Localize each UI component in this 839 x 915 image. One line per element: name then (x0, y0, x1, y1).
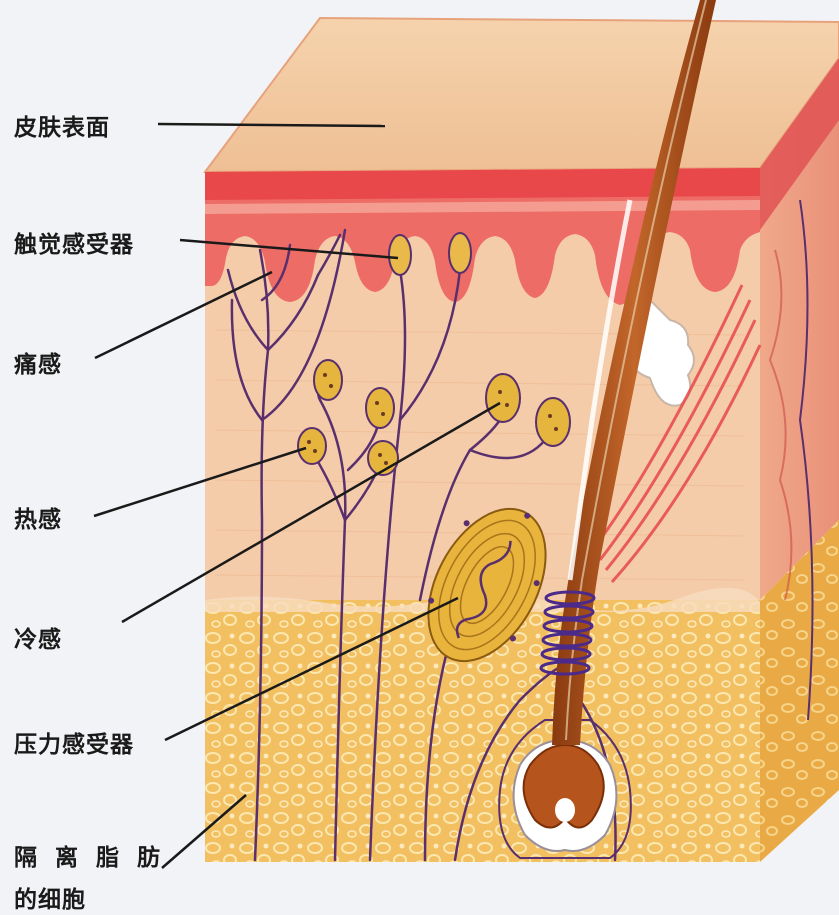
label-heat: 热感 (14, 500, 62, 534)
label-touch-receptor: 触觉感受器 (14, 225, 134, 259)
label-pressure-receptor: 压力感受器 (14, 725, 134, 759)
label-skin-surface: 皮肤表面 (14, 108, 110, 142)
skin-surface-top (205, 18, 839, 172)
label-cold: 冷感 (14, 620, 62, 654)
label-fat-cells-line1: 隔 离 脂 肪 (14, 838, 165, 872)
label-pain: 痛感 (14, 345, 62, 379)
label-fat-cells-line2: 的细胞 (14, 880, 86, 914)
